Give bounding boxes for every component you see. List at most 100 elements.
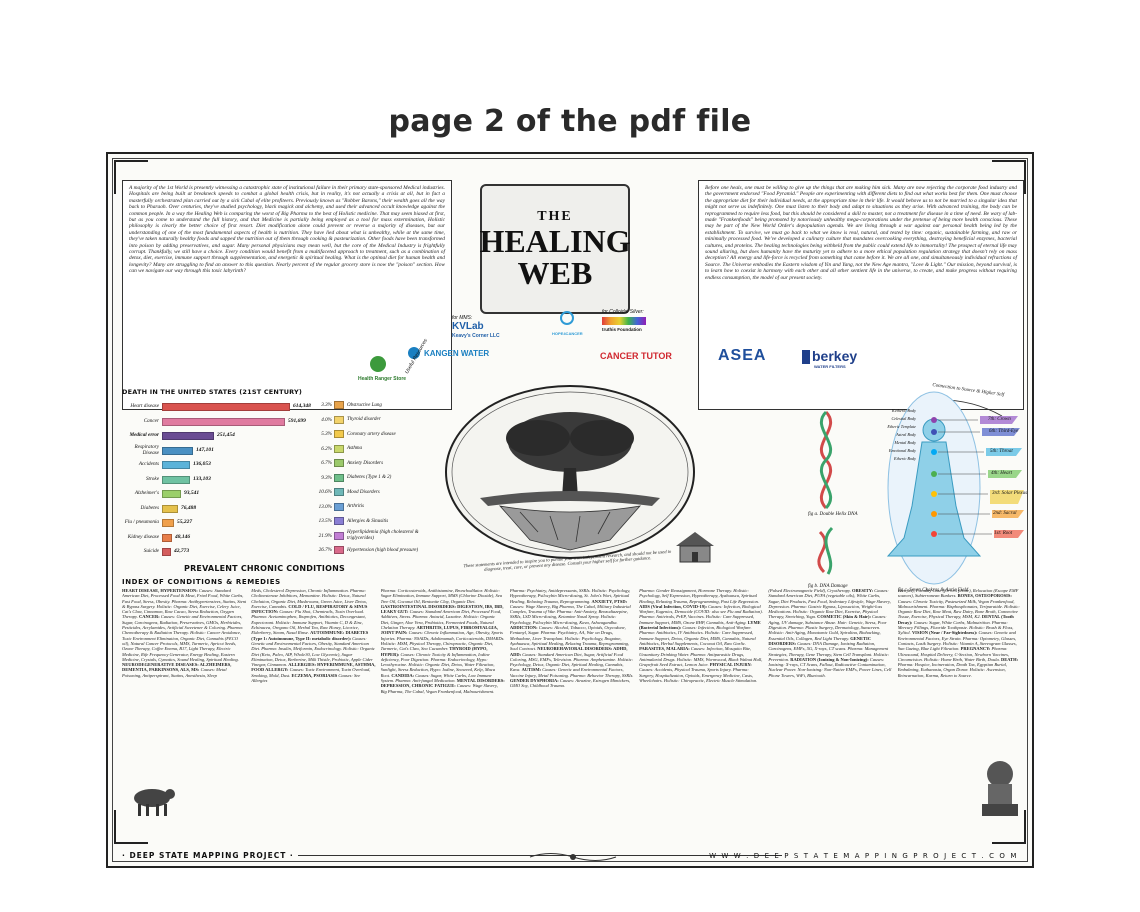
chronic-condition-label: Anxiety Disorders bbox=[347, 460, 384, 466]
chronic-condition-label: Hyperlipidemia (high cholesterol & trigl… bbox=[347, 530, 419, 541]
death-bar bbox=[162, 504, 178, 513]
poster-corner-ornament bbox=[114, 160, 148, 194]
chronic-condition-label: Arthritis bbox=[347, 504, 364, 510]
for-mms-label: for MMS: bbox=[452, 315, 473, 321]
death-cause-label: Respiratory Disease bbox=[134, 444, 160, 456]
hope4cancer-icon bbox=[560, 311, 574, 325]
chakra-label: 6th: Third-Eye bbox=[989, 429, 1019, 434]
chronic-chart-title: PREVALENT CHRONIC CONDITIONS bbox=[184, 564, 345, 573]
chronic-chart-row: 10.6% Mood Disorders bbox=[308, 485, 448, 500]
chronic-condition-label: Asthma bbox=[347, 446, 362, 452]
death-value-label: 93,541 bbox=[184, 490, 200, 497]
death-cause-label: Diabetes bbox=[140, 504, 159, 511]
death-cause-label: Kidney disease bbox=[127, 533, 159, 540]
death-bar bbox=[162, 461, 190, 470]
chronic-swatch bbox=[334, 517, 344, 526]
chronic-percent-label: 3.3% bbox=[321, 402, 332, 409]
chronic-percent-label: 9.3% bbox=[321, 474, 332, 481]
cancer-tutor-logo: CANCER TUTOR bbox=[600, 351, 672, 361]
chronic-percent-label: 5.3% bbox=[321, 431, 332, 438]
index-column: Pharma: Gender Reassignment, Hormone The… bbox=[639, 588, 763, 684]
chronic-percent-label: 10.6% bbox=[318, 489, 332, 496]
poster-title-plaque: THE HEALING WEB bbox=[479, 184, 631, 314]
health-ranger-logo: Health Ranger Store bbox=[358, 376, 407, 382]
page-heading: page 2 of the pdf file bbox=[388, 104, 752, 139]
chronic-swatch bbox=[334, 415, 344, 424]
chronic-percent-label: 6.7% bbox=[321, 460, 332, 467]
death-bar bbox=[162, 490, 181, 499]
auric-layer-label: Etheric Body bbox=[894, 456, 916, 461]
kangen-water-icon bbox=[408, 347, 420, 359]
death-bar bbox=[162, 432, 214, 441]
index-column: Meds, Cholesterol Depression, Chronic In… bbox=[251, 588, 376, 684]
chronic-condition-label: Coronary artery disease bbox=[347, 431, 396, 437]
index-column: Pharma: Corticosteroids, Antihistamine, … bbox=[380, 588, 505, 694]
poster-corner-ornament bbox=[992, 810, 1026, 844]
death-cause-label: Stroke bbox=[145, 475, 159, 482]
kangen-water-logo: KANGEN WATER bbox=[424, 349, 490, 358]
death-value-label: 136,053 bbox=[193, 461, 211, 468]
chronic-swatch bbox=[334, 488, 344, 497]
auric-layer-label: Emotional Body bbox=[888, 448, 916, 453]
berkey-logo: berkey bbox=[812, 348, 858, 364]
footer-ornament bbox=[529, 853, 617, 861]
death-value-label: 55,227 bbox=[177, 519, 193, 526]
death-bar bbox=[162, 533, 172, 542]
death-bar bbox=[162, 519, 174, 528]
asea-logo: ASEA bbox=[718, 347, 767, 364]
footer-project-name: · DEEP STATE MAPPING PROJECT · bbox=[122, 851, 294, 860]
berkey-subtitle: WATER FILTERS bbox=[814, 364, 846, 369]
cow-illustration bbox=[134, 789, 175, 816]
death-bar bbox=[162, 417, 285, 426]
kvlab-subtitle: Keavy's Corner LLC bbox=[452, 333, 500, 339]
auric-layer-label: Etheric Template bbox=[887, 424, 916, 429]
chronic-percent-label: 13.5% bbox=[318, 518, 332, 525]
chronic-condition-label: Thyroid disorder bbox=[347, 417, 381, 423]
chronic-chart-row: 6.7% Anxiety Disorders bbox=[308, 456, 448, 471]
chronic-swatch bbox=[334, 444, 344, 453]
chronic-chart-row: 26.7%Hypertension (high blood pressure) bbox=[308, 543, 448, 558]
chronic-swatch bbox=[334, 531, 344, 540]
kvlab-logo: KVLab bbox=[452, 321, 484, 332]
chronic-chart-row: 5.3% Coronary artery disease bbox=[308, 427, 448, 442]
dna-figure-b-caption: fig b. DNA Damage bbox=[808, 584, 848, 589]
intro-text-left: A majority of the 1st World is presently… bbox=[122, 180, 452, 410]
chronic-condition-label: Diabetes (Type 1 & 2) bbox=[347, 475, 392, 481]
chronic-condition-label: Mood Disorders bbox=[347, 489, 380, 495]
chakra-label: 3rd: Solar Plexus bbox=[992, 491, 1028, 496]
auric-layer-label: Astral Body bbox=[896, 432, 916, 437]
chronic-swatch bbox=[334, 502, 344, 511]
chronic-swatch bbox=[334, 430, 344, 439]
chronic-condition-label: Allergies & Sinusitis bbox=[347, 518, 389, 524]
berkey-icon bbox=[802, 350, 810, 364]
poster-corner-ornament bbox=[992, 160, 1026, 194]
chakra-illustration bbox=[817, 391, 1024, 585]
health-ranger-icon bbox=[370, 356, 386, 372]
colloidal-silver-label: for Colloidal Silver: bbox=[602, 309, 644, 315]
death-bar bbox=[162, 446, 193, 455]
death-value-label: 614,348 bbox=[293, 403, 311, 410]
index-column: Benefits), Faraday Case (for cell phone)… bbox=[897, 588, 1020, 678]
death-chart-row: Heart disease 614,348 bbox=[122, 400, 372, 415]
poster-corner-ornament bbox=[114, 810, 148, 844]
chronic-swatch bbox=[334, 546, 344, 555]
death-value-label: 147,101 bbox=[196, 446, 214, 453]
hope4cancer-logo: HOPE4CANCER bbox=[552, 331, 583, 336]
chronic-swatch bbox=[334, 459, 344, 468]
death-value-label: 42,773 bbox=[174, 548, 190, 555]
tree-of-life-illustration bbox=[445, 385, 695, 559]
chronic-chart-row: 9.3% Diabetes (Type 1 & 2) bbox=[308, 471, 448, 486]
cabin-illustration bbox=[676, 532, 714, 563]
chronic-percent-label: 21.9% bbox=[318, 532, 332, 539]
index-column: HEART DISEASE, HYPERTENSION: Causes: Sta… bbox=[122, 588, 247, 678]
death-cause-label: Heart disease bbox=[130, 403, 159, 410]
chakra-label: 1st: Root bbox=[994, 531, 1013, 536]
